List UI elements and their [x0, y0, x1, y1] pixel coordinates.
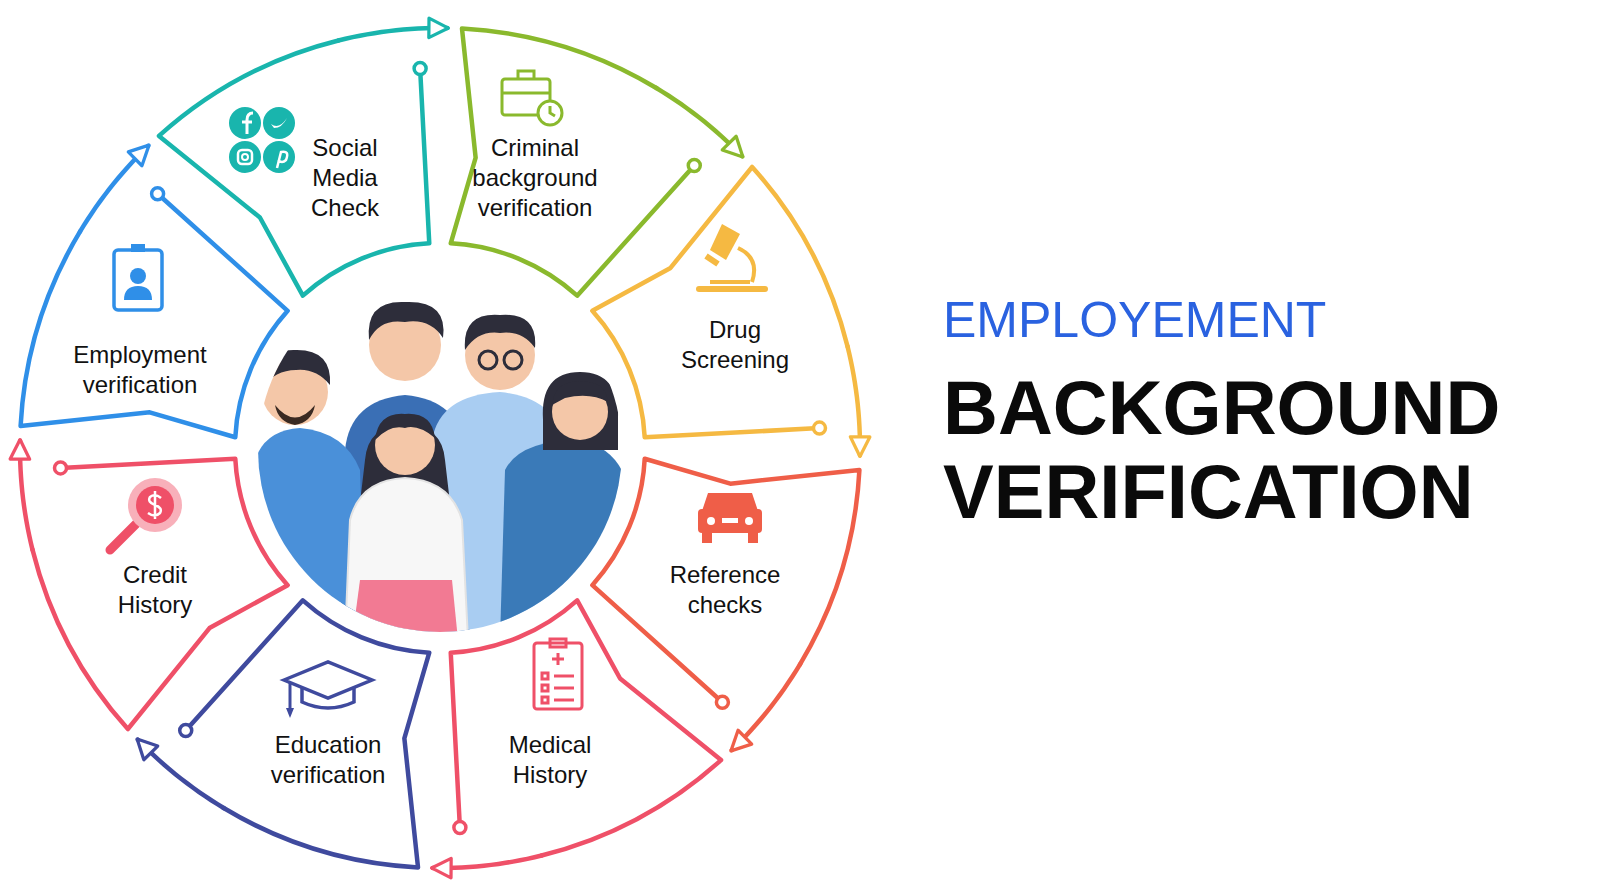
cycle-arrow [138, 740, 224, 808]
segment-label: Social Media Check [290, 133, 400, 223]
people-illustration [250, 302, 630, 640]
segment-dot [716, 696, 728, 708]
segment-dot [454, 821, 466, 833]
graduation-cap-icon [284, 662, 372, 718]
segment-border [186, 600, 430, 867]
segment-outline [584, 158, 868, 446]
segment-border [592, 167, 847, 437]
segment-outline [442, 20, 730, 304]
wheel-segment: Reference checks [584, 450, 868, 738]
cycle-arrow [656, 88, 742, 156]
heading-kicker: EMPLOYEMENT [943, 290, 1326, 350]
segment-dot [180, 724, 192, 736]
microscope-icon [696, 224, 768, 292]
magnifier-icon [110, 478, 182, 550]
segment-dot [414, 63, 426, 75]
segment-border [159, 40, 429, 295]
main-title: BACKGROUND VERIFICATION [943, 366, 1583, 534]
cycle-arrow [848, 346, 860, 455]
wheel-segment: Education verification [150, 592, 438, 876]
segment-dot [152, 188, 164, 200]
segment-dot [55, 462, 67, 474]
wheel-segment: Social Media Check [150, 20, 438, 304]
segment-border [32, 459, 287, 729]
segment-label: Criminal background verification [465, 133, 605, 223]
car-icon [698, 493, 762, 543]
segment-label: Credit History [100, 560, 210, 620]
id-badge-icon [114, 244, 162, 310]
segment-label: Medical History [485, 730, 615, 790]
segment-label: Drug Screening [670, 315, 800, 375]
cycle-arrow [433, 856, 542, 868]
wheel-segment: Criminal background verification [442, 20, 730, 304]
cycle-arrow [80, 146, 148, 232]
briefcase-icon [502, 71, 562, 125]
segment-border [451, 29, 695, 296]
segment-outline [150, 20, 438, 304]
clipboard-icon [534, 639, 582, 709]
segment-border [451, 600, 721, 855]
segment-dot [813, 422, 825, 434]
wheel-segment: Employment verification [12, 158, 296, 446]
cycle-arrow [338, 28, 447, 40]
segment-label: Employment verification [65, 340, 215, 400]
social-media-icon [229, 107, 295, 173]
segment-outline [12, 158, 296, 446]
cycle-arrow [20, 441, 32, 550]
segment-border [592, 459, 859, 703]
wheel-segment: Drug Screening [584, 158, 868, 446]
wheel-segment: Credit History [12, 450, 296, 738]
segment-border [21, 194, 288, 438]
cycle-arrow [732, 664, 800, 750]
segment-label: Education verification [263, 730, 393, 790]
segment-dot [688, 160, 700, 172]
wheel-segment: Medical History [442, 592, 730, 876]
segment-label: Reference checks [660, 560, 790, 620]
